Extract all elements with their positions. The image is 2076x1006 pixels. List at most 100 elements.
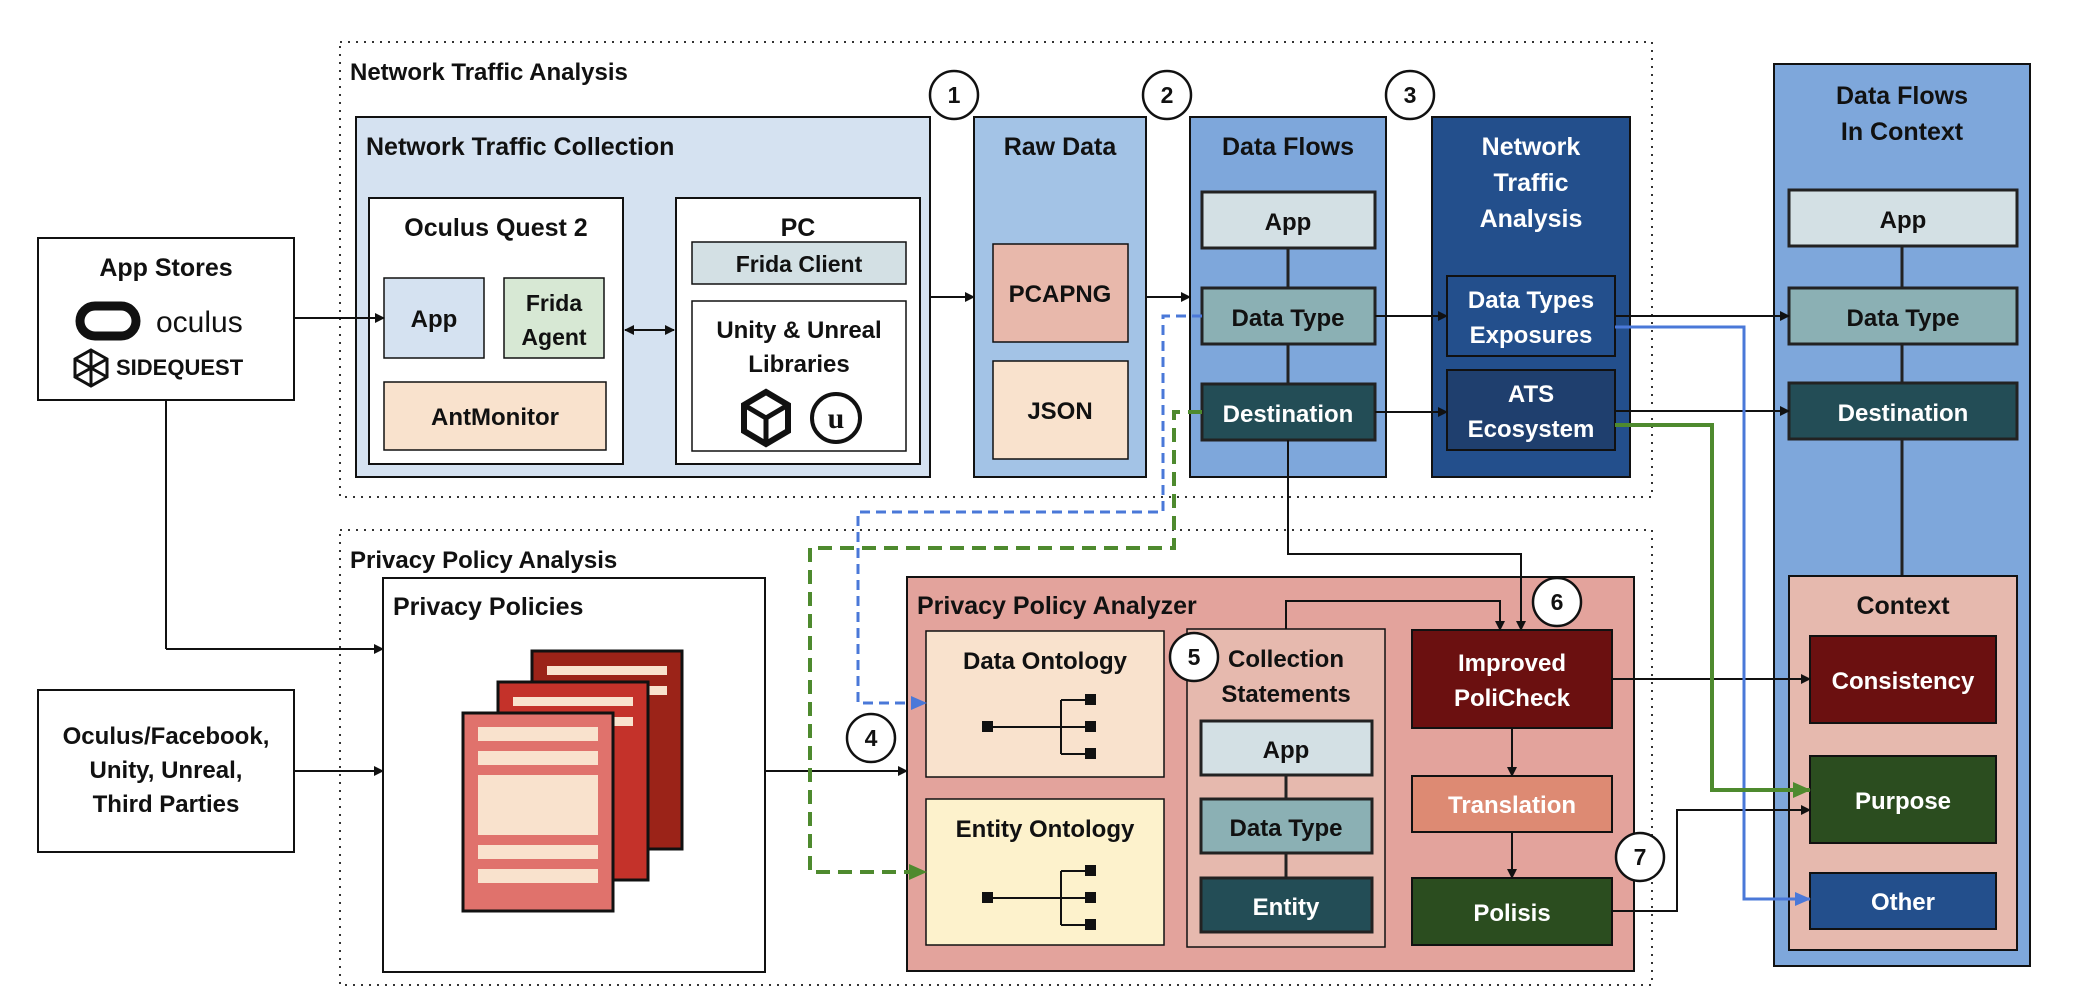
libraries-line-1: Unity & Unreal [716,317,881,344]
sidequest-wordmark: SIDEQUEST [116,355,244,380]
pc-title: PC [781,214,816,242]
improved-policheck-box [1411,629,1613,729]
app-stores-title: App Stores [99,254,232,282]
statement-entity-label: Entity [1253,894,1320,921]
context-title: Context [1856,592,1950,620]
pcapng-label: PCAPNG [1009,281,1112,308]
policheck-line-2: PoliCheck [1454,685,1571,712]
traffic-collection-title: Network Traffic Collection [366,133,674,161]
statement-data-type-label: Data Type [1230,815,1343,842]
flow-destination-label: Destination [1223,401,1354,428]
quest-app-label: App [411,306,458,333]
context-app-label: App [1880,207,1927,234]
step-number-7: 7 [1634,844,1647,870]
sources-line-3: Third Parties [93,791,240,818]
context-destination-box [1787,381,2019,441]
step-markers: 1 2 3 4 5 6 7 [845,69,1666,883]
translation-label: Translation [1448,792,1576,819]
antmonitor-label: AntMonitor [431,404,559,431]
arrow-datatype-to-data-ontology [856,314,1202,710]
oculus-quest-title: Oculus Quest 2 [404,214,587,242]
step-number-4: 4 [865,725,878,751]
statement-entity-box [1199,876,1374,934]
policheck-line-1: Improved [1458,650,1566,677]
frida-client-box [691,241,907,285]
oculus-icon [75,301,141,341]
unreal-icon: u [810,392,862,444]
context-flows-title-line-2: In Context [1841,118,1964,146]
data-flows-title: Data Flows [1222,133,1354,161]
context-data-type-label: Data Type [1847,305,1960,332]
colored-arrows [808,314,1811,906]
ats-line-1: ATS [1508,381,1554,408]
flow-app-box [1200,190,1377,250]
privacy-section-title: Privacy Policy Analysis [350,547,617,574]
arrow-statements-to-policheck [1285,600,1505,631]
data-ontology-title: Data Ontology [963,648,1128,675]
data-ontology-tree-icon [982,694,1096,759]
data-ontology-box [925,630,1165,778]
step-number-6: 6 [1551,589,1564,615]
step-marker-5 [1168,631,1220,683]
arrow-destination-to-entity-ontology [808,410,1202,880]
step-marker-1 [928,69,980,121]
sidequest-logo: SIDEQUEST [73,348,244,388]
exposures-line-1: Data Types [1468,287,1594,314]
pcapng-box [992,243,1129,343]
network-section-title: Network Traffic Analysis [350,59,628,86]
privacy-policies-title: Privacy Policies [393,593,583,621]
entity-ontology-tree-icon [982,865,1096,930]
policy-analyzer-title: Privacy Policy Analyzer [917,592,1197,620]
step-marker-3 [1384,69,1436,121]
unreal-glyph: u [828,402,845,435]
network-analysis-section [339,41,1653,498]
polisis-label: Polisis [1473,900,1550,927]
step-marker-7 [1614,831,1666,883]
statement-app-label: App [1263,737,1310,764]
step-number-1: 1 [948,82,961,108]
antmonitor-box [383,381,607,451]
statement-data-type-box [1199,797,1374,855]
json-box [992,360,1129,460]
frida-agent-box [503,277,605,359]
consistency-label: Consistency [1832,668,1975,695]
oculus-wordmark: oculus [156,306,243,339]
collection-statements-line-2: Statements [1221,681,1350,708]
other-label: Other [1871,889,1935,916]
step-marker-4 [845,712,897,764]
entity-ontology-title: Entity Ontology [956,816,1135,843]
purpose-label: Purpose [1855,788,1951,815]
flow-arrows [165,292,1811,912]
policy-sources-box [37,689,295,853]
purpose-box [1809,755,1997,844]
step-number-3: 3 [1404,82,1417,108]
sources-line-1: Oculus/Facebook, [63,723,270,750]
nta-title-line-2: Traffic [1493,169,1568,197]
raw-data-title: Raw Data [1004,133,1118,161]
frida-client-label: Frida Client [736,251,863,277]
sources-line-2: Unity, Unreal, [90,757,243,784]
policy-documents-icon [461,649,684,913]
step-number-5: 5 [1188,644,1201,670]
ats-ecosystem-box [1446,369,1616,451]
arrow-destination-to-policheck [1287,440,1526,631]
privacy-analysis-section [339,529,1653,986]
context-app-box [1787,188,2019,248]
statement-app-box [1199,719,1374,777]
arrow-exposures-to-other [1615,325,1811,906]
oculus-logo: oculus [75,301,243,341]
unity-icon [741,388,791,448]
other-box [1809,872,1997,930]
context-flows-title-line-1: Data Flows [1836,82,1968,110]
libraries-line-2: Libraries [748,351,849,378]
step-marker-2 [1141,69,1193,121]
json-label: JSON [1027,398,1092,425]
sidequest-icon [73,348,109,388]
nta-title-line-3: Analysis [1480,205,1583,233]
frida-agent-line-2: Agent [521,324,587,350]
context-destination-label: Destination [1838,400,1969,427]
entity-ontology-box [925,798,1165,946]
data-type-exposures-box [1446,275,1616,357]
quest-app-box [383,277,485,359]
